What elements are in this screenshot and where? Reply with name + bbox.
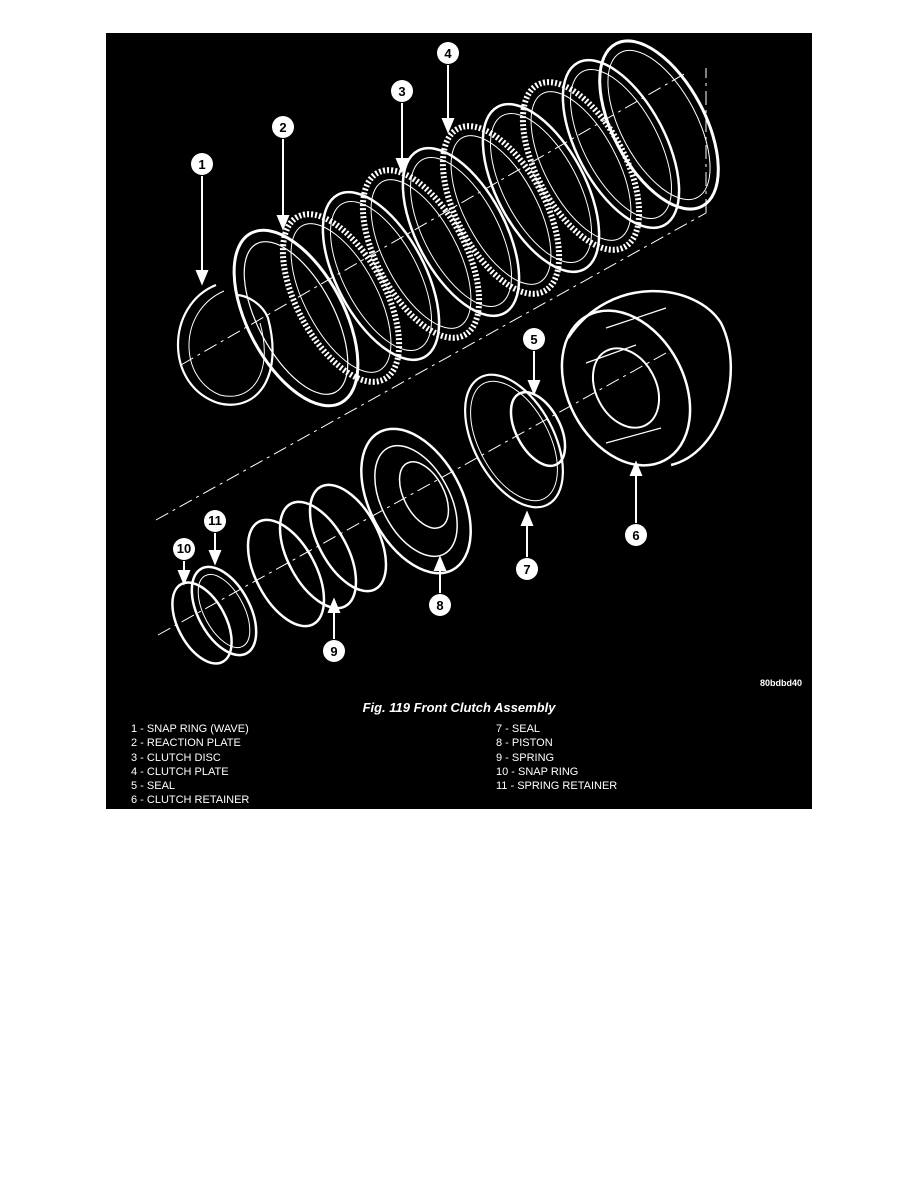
clutch-plate <box>401 146 521 318</box>
svg-text:5: 5 <box>530 332 537 347</box>
figure-caption: Fig. 119 Front Clutch Assembly <box>362 700 556 715</box>
leader-arrows <box>177 65 643 639</box>
legend-item: 3 - CLUTCH DISC <box>131 751 221 764</box>
legend-item: 11 - SPRING RETAINER <box>496 780 618 793</box>
clutch-retainer <box>560 289 733 467</box>
legend-item: 2 - REACTION PLATE <box>131 737 241 750</box>
svg-text:1: 1 <box>198 157 205 172</box>
callout-4: 4 <box>437 42 459 64</box>
clutch-pack <box>279 39 720 385</box>
clutch-plate <box>481 102 601 274</box>
legend-item: 10 - SNAP RING <box>496 765 579 778</box>
snap-ring-wave <box>176 283 274 406</box>
legend-item: 1 - SNAP RING (WAVE) <box>131 723 249 735</box>
clutch-disc <box>279 211 403 385</box>
svg-text:4: 4 <box>444 46 452 61</box>
legend-item: 9 - SPRING <box>496 751 555 764</box>
clutch-plate <box>561 58 681 230</box>
seal-5 <box>509 390 567 468</box>
reaction-plate <box>232 228 360 408</box>
spring <box>246 483 388 628</box>
callout-6: 6 <box>625 524 647 546</box>
callout-5: 5 <box>523 328 545 350</box>
callout-8: 8 <box>429 594 451 616</box>
svg-text:3: 3 <box>398 84 405 99</box>
clutch-plate <box>321 190 441 362</box>
legend-left: 1 - SNAP RING (WAVE) 2 - REACTION PLATE … <box>131 722 249 808</box>
svg-text:6: 6 <box>632 528 639 543</box>
svg-text:9: 9 <box>330 644 337 659</box>
legend-item: 4 - CLUTCH PLATE <box>131 765 229 778</box>
callout-11: 11 <box>204 510 226 532</box>
clutch-exploded-view: 1 2 3 4 5 6 7 8 9 10 11 <box>155 39 733 665</box>
clutch-disc <box>359 167 483 341</box>
svg-text:11: 11 <box>208 513 222 528</box>
reaction-plate-rear <box>598 39 720 211</box>
clutch-disc <box>439 123 563 297</box>
lower-centerline <box>157 352 667 636</box>
callouts: 1 2 3 4 5 6 7 8 9 10 11 <box>173 42 647 662</box>
snap-ring <box>171 581 233 665</box>
piston <box>360 427 472 575</box>
spring-retainer <box>190 565 258 657</box>
legend-right: 7 - SEAL 8 - PISTON 9 - SPRING 10 - SNAP… <box>496 722 617 793</box>
callout-2: 2 <box>272 116 294 138</box>
svg-text:8: 8 <box>436 598 443 613</box>
legend-item: 8 - PISTON <box>496 737 553 750</box>
image-code: 80bdbd40 <box>760 678 803 688</box>
callout-7: 7 <box>516 558 538 580</box>
legend-item: 6 - CLUTCH RETAINER <box>131 794 250 807</box>
seal-7 <box>464 373 564 509</box>
svg-text:2: 2 <box>279 120 286 135</box>
legend-item: 7 - SEAL <box>496 723 541 735</box>
svg-text:10: 10 <box>177 541 191 556</box>
callout-1: 1 <box>191 153 213 175</box>
callout-9: 9 <box>323 640 345 662</box>
callout-10: 10 <box>173 538 195 560</box>
callout-3: 3 <box>391 80 413 102</box>
centerlines <box>155 68 707 636</box>
svg-text:7: 7 <box>523 562 530 577</box>
clutch-disc <box>519 79 643 253</box>
figure-panel: 1 2 3 4 5 6 7 8 9 10 11 80bdbd40 Fig. 11… <box>106 33 812 809</box>
upper-centerline <box>180 72 687 366</box>
divider-line <box>155 212 707 521</box>
legend-item: 5 - SEAL <box>131 780 176 793</box>
